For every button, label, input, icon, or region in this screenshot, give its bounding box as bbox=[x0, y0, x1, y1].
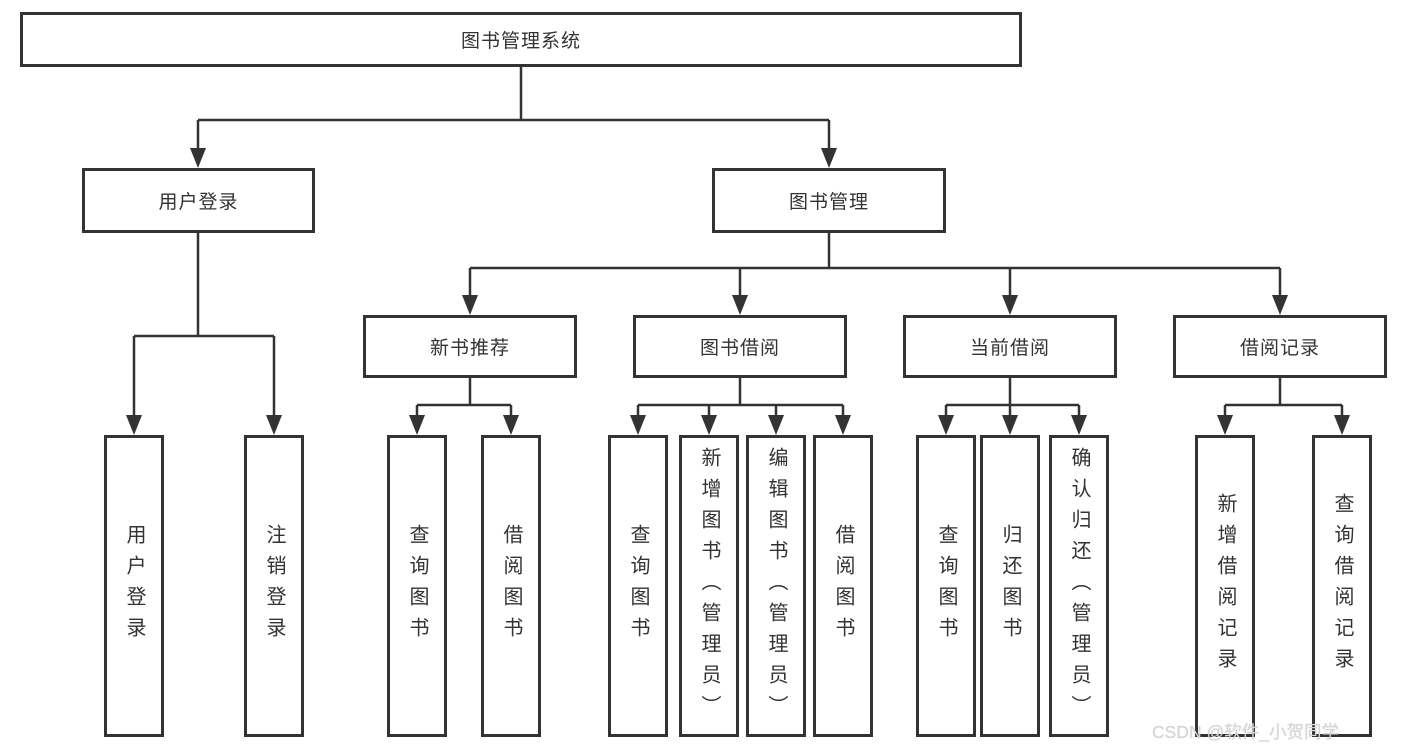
arrowhead bbox=[630, 415, 646, 435]
arrowhead bbox=[821, 148, 837, 168]
arrowhead bbox=[835, 415, 851, 435]
csdn-watermark: CSDN @软件_小贺同学 bbox=[1152, 722, 1339, 742]
arrowhead bbox=[266, 415, 282, 435]
arrowhead bbox=[1217, 415, 1233, 435]
connector-borrow-to-leaves bbox=[636, 378, 845, 419]
connector-current-to-leaves bbox=[944, 378, 1081, 419]
arrowhead bbox=[1071, 415, 1087, 435]
arrowhead bbox=[768, 415, 784, 435]
node-label: 当前借阅 bbox=[969, 338, 1050, 359]
node-label: 图书借阅 bbox=[699, 338, 780, 359]
connector-recommend-to-leaves bbox=[415, 378, 513, 419]
node-label: 借阅图书 bbox=[500, 524, 522, 648]
node-leaf-return-books: 归还图书 bbox=[980, 435, 1040, 737]
arrowhead bbox=[701, 415, 717, 435]
node-leaf-query-books-current: 查询图书 bbox=[916, 435, 976, 737]
node-label: 图书管理系统 bbox=[460, 31, 581, 52]
node-label: 新书推荐 bbox=[429, 338, 510, 359]
node-library-management-system: 图书管理系统 bbox=[20, 12, 1022, 67]
node-leaf-query-borrow-record: 查询借阅记录 bbox=[1312, 435, 1372, 737]
node-leaf-query-books-recommend: 查询图书 bbox=[387, 435, 447, 737]
arrowhead bbox=[1002, 415, 1018, 435]
arrowhead bbox=[126, 415, 142, 435]
node-label: 图书管理 bbox=[788, 192, 869, 213]
node-label: 借阅记录 bbox=[1239, 338, 1320, 359]
node-leaf-borrow-books: 借阅图书 bbox=[813, 435, 873, 737]
node-label: 用户登录 bbox=[123, 524, 145, 648]
connector-user-to-leaves bbox=[132, 233, 276, 419]
connector-records-to-leaves bbox=[1223, 378, 1344, 419]
arrowhead bbox=[190, 148, 206, 168]
node-leaf-add-books-admin: 新增图书（管理员） bbox=[679, 435, 739, 737]
node-book-management: 图书管理 bbox=[712, 168, 946, 233]
node-leaf-query-books-borrow: 查询图书 bbox=[608, 435, 668, 737]
node-leaf-user-login: 用户登录 bbox=[104, 435, 164, 737]
node-borrow-records: 借阅记录 bbox=[1173, 315, 1387, 378]
node-label: 用户登录 bbox=[158, 192, 239, 213]
node-label: 查询图书 bbox=[406, 524, 428, 648]
arrowhead bbox=[938, 415, 954, 435]
node-label: 查询图书 bbox=[627, 524, 649, 648]
arrowhead bbox=[1002, 295, 1018, 315]
node-new-book-recommend: 新书推荐 bbox=[363, 315, 577, 378]
connector-root-to-level2 bbox=[196, 67, 831, 154]
node-leaf-add-borrow-record: 新增借阅记录 bbox=[1195, 435, 1255, 737]
node-label: 查询借阅记录 bbox=[1331, 493, 1353, 679]
node-user-login-group: 用户登录 bbox=[82, 168, 315, 233]
node-label: 编辑图书（管理员） bbox=[765, 446, 787, 726]
node-leaf-borrow-books-recommend: 借阅图书 bbox=[481, 435, 541, 737]
arrowhead bbox=[462, 295, 478, 315]
node-leaf-confirm-return-admin: 确认归还（管理员） bbox=[1049, 435, 1109, 737]
node-current-borrow: 当前借阅 bbox=[903, 315, 1117, 378]
node-leaf-edit-books-admin: 编辑图书（管理员） bbox=[746, 435, 806, 737]
node-label: 查询图书 bbox=[935, 524, 957, 648]
node-label: 新增借阅记录 bbox=[1214, 493, 1236, 679]
node-leaf-logout: 注销登录 bbox=[244, 435, 304, 737]
arrowhead bbox=[1272, 295, 1288, 315]
node-label: 借阅图书 bbox=[832, 524, 854, 648]
node-label: 确认归还（管理员） bbox=[1068, 446, 1090, 726]
arrowhead bbox=[503, 415, 519, 435]
node-label: 注销登录 bbox=[263, 524, 285, 648]
arrowhead bbox=[1334, 415, 1350, 435]
arrowhead bbox=[732, 295, 748, 315]
node-label: 归还图书 bbox=[999, 524, 1021, 648]
connector-book-to-level3 bbox=[468, 233, 1282, 299]
node-book-borrow: 图书借阅 bbox=[633, 315, 847, 378]
arrowhead bbox=[409, 415, 425, 435]
node-label: 新增图书（管理员） bbox=[698, 446, 720, 726]
